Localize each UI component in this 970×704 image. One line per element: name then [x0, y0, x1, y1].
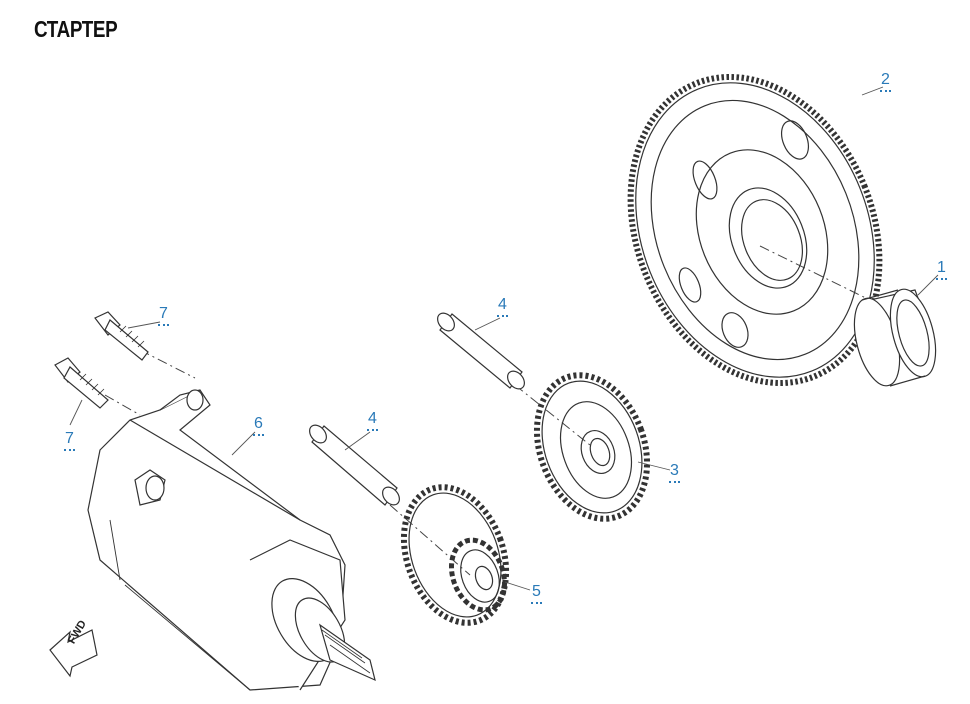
axis-lines	[104, 245, 881, 576]
callout-7-lower[interactable]: 7	[64, 431, 75, 451]
bolt-part-7-upper	[94, 311, 149, 361]
callout-1[interactable]: 1	[936, 260, 947, 280]
bolt-part-7-lower	[54, 357, 109, 409]
callout-5[interactable]: 5	[531, 584, 542, 604]
fwd-arrow-icon	[49, 629, 98, 678]
pin-part-4-upper	[437, 312, 525, 390]
callout-2[interactable]: 2	[880, 72, 891, 92]
callout-6[interactable]: 6	[253, 416, 264, 436]
callout-4-lower[interactable]: 4	[367, 411, 378, 431]
bearing-part-1	[853, 288, 937, 387]
idler-gear-part-3	[533, 372, 651, 522]
callout-4-upper[interactable]: 4	[497, 297, 508, 317]
double-gear-part-5	[400, 484, 510, 626]
large-gear-part-2	[627, 73, 883, 387]
callout-3[interactable]: 3	[669, 463, 680, 483]
starter-motor-part-6	[87, 389, 376, 691]
callout-7-upper[interactable]: 7	[158, 306, 169, 326]
pin-part-4-lower	[309, 424, 400, 506]
leader-lines	[69, 86, 939, 591]
page-title: СТАРТЕР	[34, 16, 118, 42]
